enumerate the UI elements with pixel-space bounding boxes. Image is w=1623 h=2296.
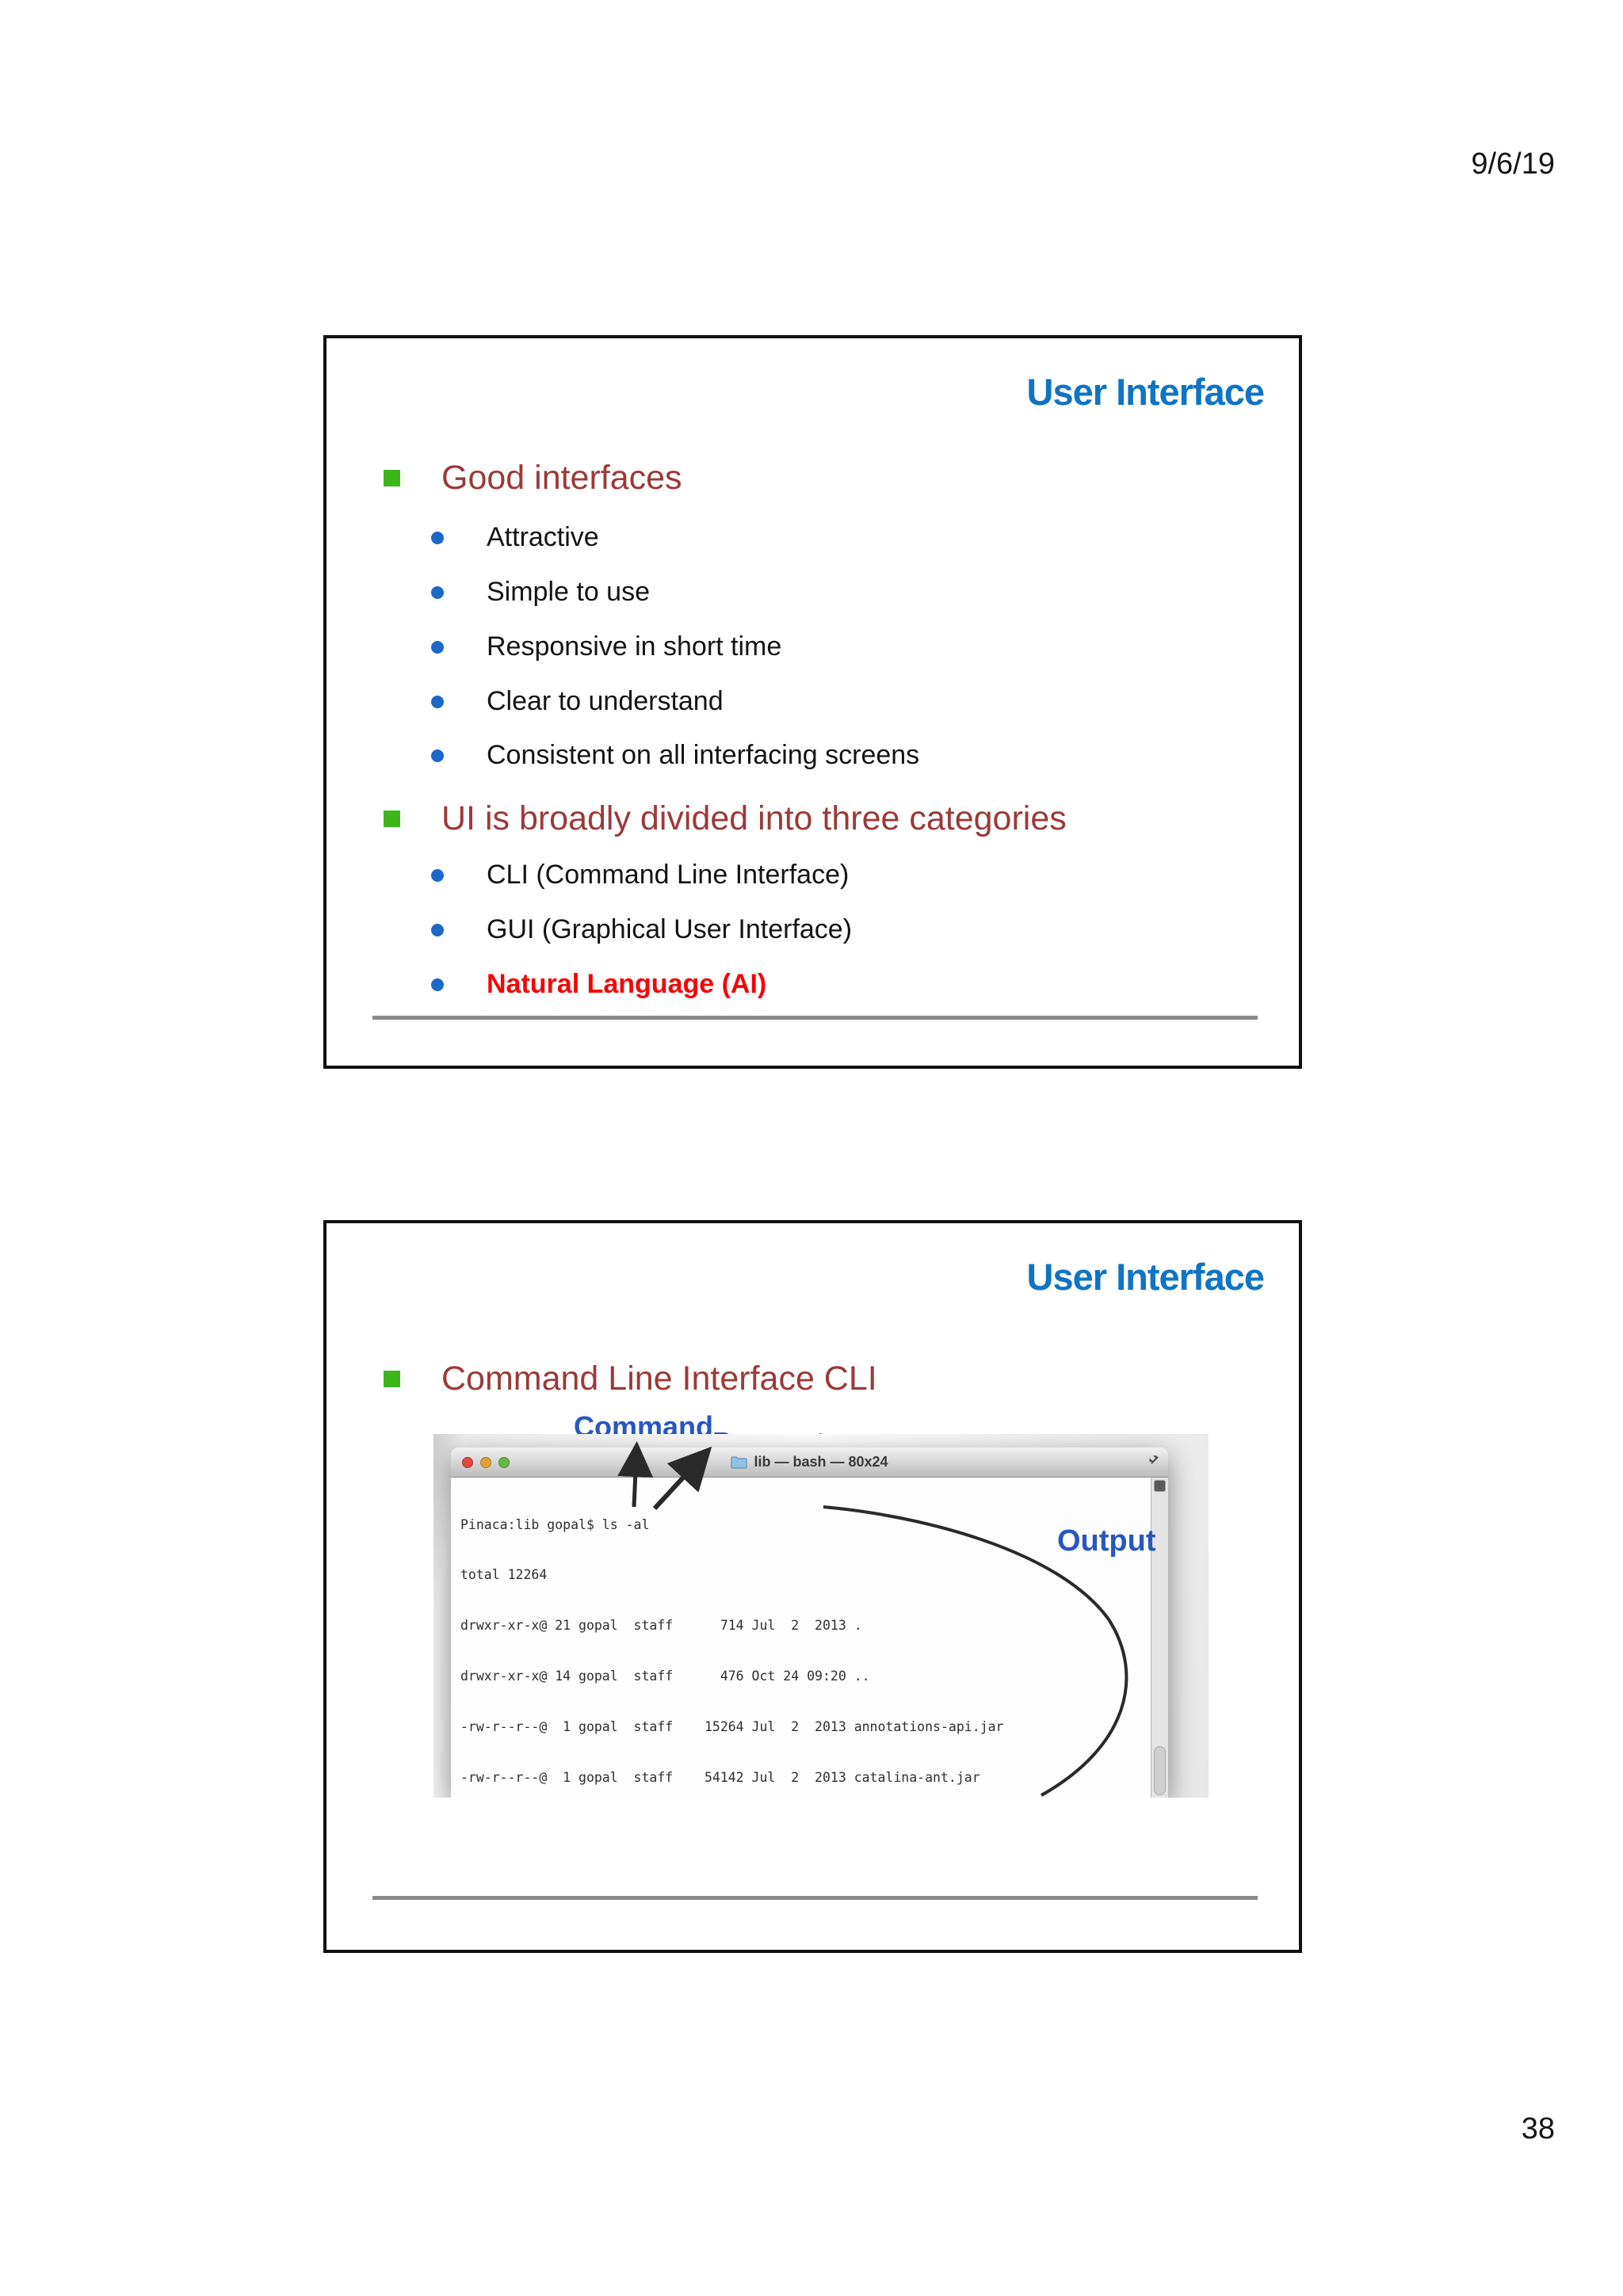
green-square-bullet-icon (384, 470, 400, 486)
list-item: GUI (Graphical User Interface) (431, 914, 852, 945)
close-button-icon (462, 1457, 473, 1468)
list-item-label: Clear to understand (487, 686, 724, 716)
blue-dot-bullet-icon (431, 640, 444, 654)
divider-line (372, 1896, 1258, 1900)
page-date: 9/6/19 (1471, 147, 1555, 181)
green-square-bullet-icon (384, 810, 400, 827)
terminal-screenshot: lib — bash — 80x24 Pinaca:lib gopal$ ls … (433, 1434, 1209, 1798)
list-item-label: GUI (Graphical User Interface) (487, 914, 853, 944)
list-item: CLI (Command Line Interface) (431, 860, 849, 891)
terminal-title-text: lib — bash — 80x24 (754, 1454, 888, 1470)
section-heading: UI is broadly divided into three categor… (441, 799, 1067, 837)
blue-dot-bullet-icon (431, 978, 444, 991)
terminal-titlebar: lib — bash — 80x24 (451, 1447, 1168, 1478)
green-square-bullet-icon (384, 1371, 400, 1387)
terminal-line: total 12264 (460, 1567, 548, 1583)
slide-2: User Interface Command Line Interface CL… (323, 1220, 1302, 1953)
terminal-line: Pinaca:lib gopal$ ls -al (460, 1516, 650, 1532)
list-item: Command Line Interface CLI (384, 1360, 877, 1398)
zoom-button-icon (498, 1457, 510, 1468)
section-heading: Good interfaces (441, 459, 682, 497)
blue-dot-bullet-icon (431, 749, 444, 762)
folder-icon (731, 1456, 747, 1468)
terminal-line: drwxr-xr-x@ 21 gopal staff 714 Jul 2 201… (460, 1618, 862, 1634)
terminal-output: Pinaca:lib gopal$ ls -al total 12264 drw… (451, 1478, 1151, 1798)
resize-icon (1149, 1455, 1159, 1464)
slide-2-title: User Interface (1026, 1256, 1265, 1298)
terminal-scrollbar (1151, 1478, 1168, 1798)
terminal-line: -rw-r--r--@ 1 gopal staff 15264 Jul 2 20… (460, 1719, 1004, 1735)
blue-dot-bullet-icon (431, 585, 444, 599)
list-item-label: CLI (Command Line Interface) (487, 860, 850, 890)
divider-line (372, 1016, 1258, 1020)
section-heading: Command Line Interface CLI (441, 1360, 877, 1398)
list-item-label: Consistent on all interfacing screens (487, 740, 920, 770)
blue-dot-bullet-icon (431, 695, 444, 708)
list-item: Consistent on all interfacing screens (431, 740, 919, 771)
blue-dot-bullet-icon (431, 923, 444, 936)
terminal-title: lib — bash — 80x24 (731, 1454, 888, 1470)
page-number: 38 (1521, 2112, 1555, 2145)
list-item-label: Responsive in short time (487, 631, 782, 662)
output-annotation-label: Output (1057, 1524, 1156, 1558)
slide-1: User Interface Good interfaces Attractiv… (323, 335, 1302, 1069)
list-item: Natural Language (AI) (431, 969, 766, 1000)
terminal-line: drwxr-xr-x@ 14 gopal staff 476 Oct 24 09… (460, 1669, 870, 1684)
slide-1-title: User Interface (1026, 371, 1265, 413)
list-item: UI is broadly divided into three categor… (384, 799, 1067, 838)
scrollbar-thumb (1154, 1746, 1166, 1795)
list-item: Simple to use (431, 577, 650, 608)
window-controls (462, 1457, 510, 1468)
terminal-line: -rw-r--r--@ 1 gopal staff 54142 Jul 2 20… (460, 1770, 980, 1786)
terminal-window: lib — bash — 80x24 Pinaca:lib gopal$ ls … (451, 1447, 1168, 1798)
list-item-label: Attractive (487, 522, 599, 552)
scrollbar-button-icon (1154, 1480, 1166, 1492)
list-item-label: Simple to use (487, 577, 650, 607)
list-item: Good interfaces (384, 459, 682, 498)
list-item: Responsive in short time (431, 631, 781, 662)
blue-dot-bullet-icon (431, 531, 444, 544)
minimize-button-icon (480, 1457, 491, 1468)
blue-dot-bullet-icon (431, 868, 444, 882)
list-item-label-highlighted: Natural Language (AI) (487, 969, 767, 999)
list-item: Attractive (431, 522, 599, 553)
list-item: Clear to understand (431, 686, 724, 717)
